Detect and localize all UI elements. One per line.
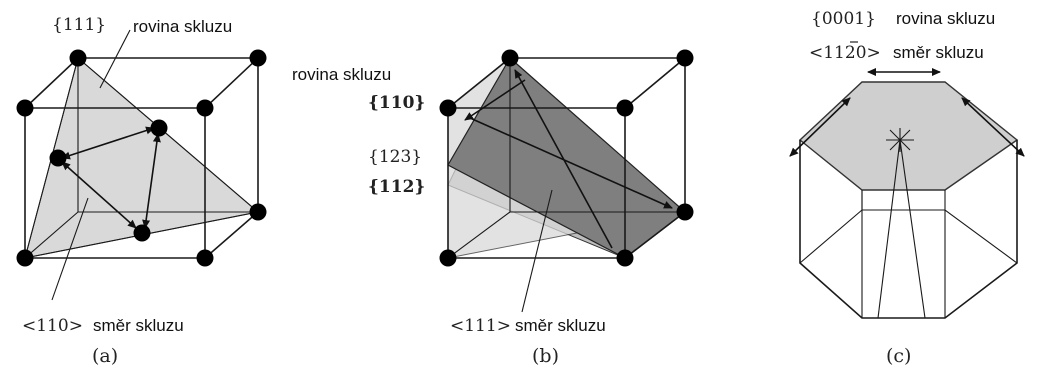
label-a-plane-miller: {111} <box>52 15 106 35</box>
atoms-b <box>439 49 694 267</box>
atom <box>49 149 67 167</box>
atom <box>249 49 267 67</box>
panel-c-hcp-cell: {0001} rovina skluzu <1120> směr skluzu … <box>789 9 1025 367</box>
label-c-plane-miller: {0001} <box>811 9 876 29</box>
atom <box>676 203 694 221</box>
atom <box>16 249 34 267</box>
slip-direction-arrows-c <box>789 68 1025 157</box>
slip-direction-arrows-a <box>61 126 161 229</box>
panel-a-fcc-cell: {111} rovina skluzu <110> směr skluzu (a… <box>16 15 267 367</box>
label-a-plane-text: rovina skluzu <box>133 17 232 36</box>
basal-plane-0001 <box>798 81 1019 191</box>
atoms-a <box>16 49 267 267</box>
atom <box>676 49 694 67</box>
atom <box>616 99 634 117</box>
caption-c: (c) <box>886 345 911 367</box>
atom <box>133 224 151 242</box>
atom <box>501 49 519 67</box>
label-b-plane-112: {112} <box>368 177 425 197</box>
atom <box>616 249 634 267</box>
label-c-plane-text: rovina skluzu <box>896 9 995 28</box>
label-b-plane-123: {123} <box>368 147 422 167</box>
basal-center-star <box>886 128 914 152</box>
slip-direction-arrows-b <box>464 69 673 249</box>
label-c-direction-miller: <1120> <box>809 43 881 63</box>
label-a-direction-miller: <110> <box>22 316 83 336</box>
label-c-direction-text: směr skluzu <box>893 43 984 62</box>
label-b-plane-110: {110} <box>368 93 425 113</box>
label-b-plane-text: rovina skluzu <box>292 65 391 84</box>
atom <box>439 99 457 117</box>
hex-prism-edges <box>799 139 1018 319</box>
label-c-direction-miller-group: <1120> <box>809 41 881 63</box>
atom <box>69 49 87 67</box>
atom <box>196 249 214 267</box>
atom <box>249 203 267 221</box>
caption-a: (a) <box>92 345 118 367</box>
atom <box>196 99 214 117</box>
label-a-direction-text: směr skluzu <box>93 316 184 335</box>
label-b-direction-miller: <111> <box>450 316 511 336</box>
atom <box>16 99 34 117</box>
atom <box>439 249 457 267</box>
atom <box>150 119 168 137</box>
caption-b: (b) <box>532 345 559 367</box>
label-b-direction-text: směr skluzu <box>515 316 606 335</box>
panel-b-bcc-cell: rovina skluzu {110} {123} {112} <111> sm… <box>292 49 694 367</box>
